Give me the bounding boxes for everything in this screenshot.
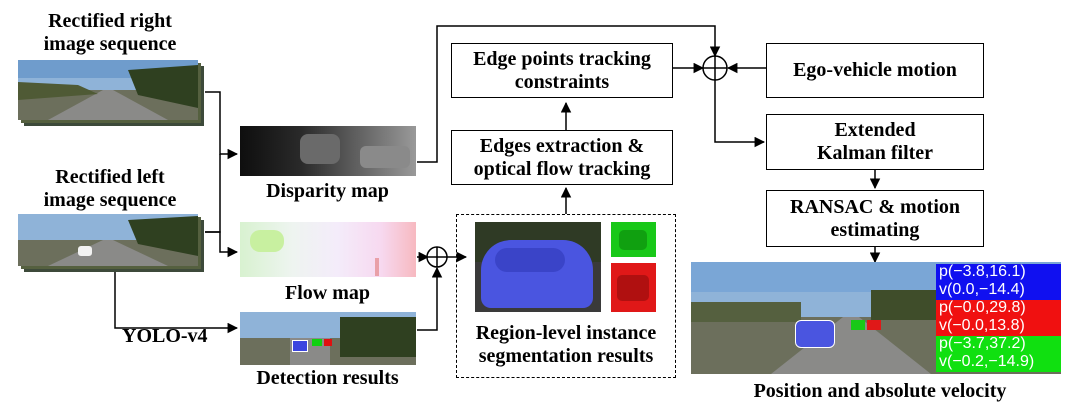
disparity-map-image (240, 126, 416, 176)
position-readout: p(−0.0,29.8) (936, 300, 1061, 318)
left-image-stack (18, 214, 208, 274)
segmented-red-object-image (611, 263, 656, 312)
right-sequence-label: Rectified right image sequence (43, 10, 177, 55)
edges-extraction-box: Edges extraction &optical flow tracking (451, 130, 673, 185)
road-scene-image (18, 60, 204, 126)
segmentation-results-panel (456, 214, 676, 378)
road-scene-image (18, 214, 204, 272)
segmented-car-image (475, 222, 601, 312)
flow-map-label: Flow map (285, 282, 370, 304)
disparity-map-label: Disparity map (266, 180, 389, 202)
velocity-readout: v(−0.2,−14.9) (936, 354, 1061, 372)
position-velocity-label: Position and absolute velocity (753, 380, 1007, 402)
detection-results-image (240, 312, 416, 365)
velocity-readout: v(−0.0,13.8) (936, 318, 1061, 336)
detection-results-label: Detection results (256, 367, 399, 389)
segmented-green-object-image (611, 222, 656, 257)
velocity-readout: v(0.0,−14.4) (936, 282, 1061, 300)
ego-vehicle-motion-box: Ego-vehicle motion (766, 43, 984, 98)
yolo-label: YOLO-v4 (122, 325, 208, 347)
left-sequence-label: Rectified left image sequence (43, 166, 177, 211)
position-readout: p(−3.7,37.2) (936, 336, 1061, 354)
flow-map-image (240, 222, 416, 277)
position-readout: p(−3.8,16.1) (936, 264, 1061, 282)
right-image-stack (18, 60, 208, 128)
segmentation-results-label: Region-level instance segmentation resul… (475, 322, 657, 367)
